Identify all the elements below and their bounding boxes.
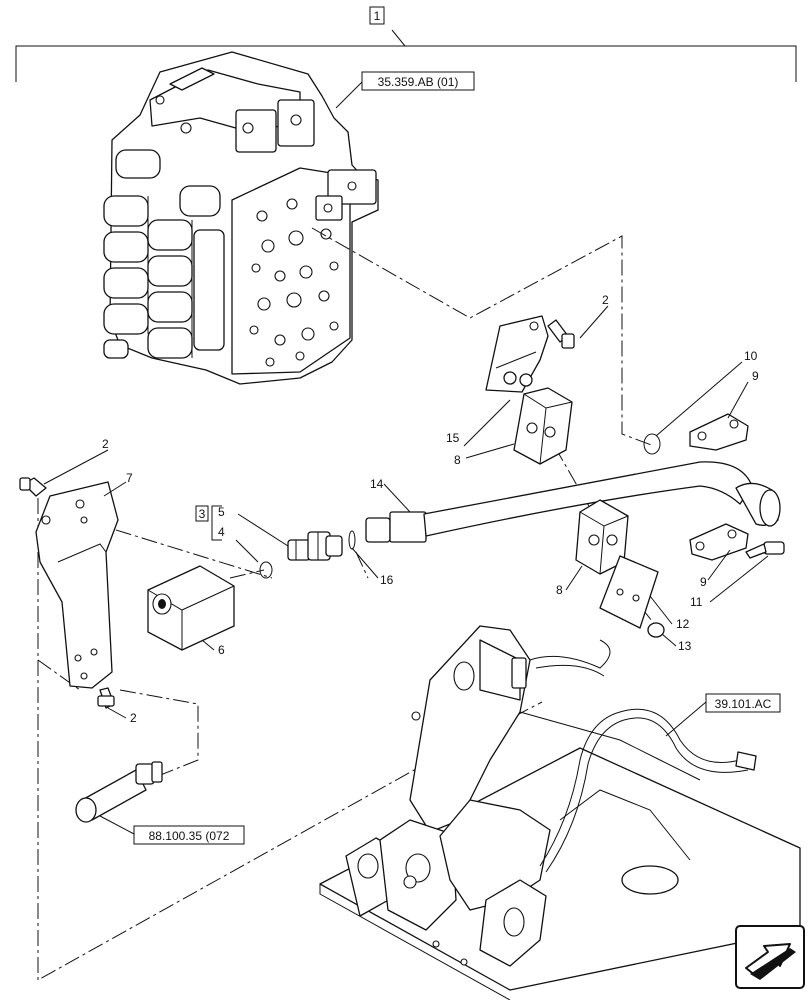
o-ring-4 (259, 561, 273, 579)
callout-11[interactable]: 11 (690, 595, 703, 609)
plate-12 (599, 555, 659, 629)
next-page-arrow-icon[interactable] (735, 925, 805, 989)
bolt-bottom (97, 687, 115, 709)
callout-9-upper[interactable]: 9 (752, 369, 759, 383)
valve-ref-box[interactable]: 35.359.AB (01) (361, 71, 475, 91)
cap-13 (647, 622, 665, 638)
bracket-15 (485, 315, 549, 393)
valve-ref-label: 35.359.AB (01) (378, 75, 459, 89)
assembly-number: 1 (374, 9, 381, 23)
callout-9-lower[interactable]: 9 (700, 575, 707, 589)
wire-harness (529, 639, 757, 873)
callout-leaders (43, 305, 769, 719)
bolt-left (19, 477, 47, 497)
sensor-ref-label: 88.100.35 (072 (149, 829, 230, 843)
harness-ref-leader (665, 701, 707, 737)
sensor-block (147, 565, 235, 651)
callout-numbers: 2 7 2 2 5 4 6 15 8 8 10 9 9 11 12 13 14 … (102, 293, 759, 725)
callout-10[interactable]: 10 (744, 349, 758, 363)
mounting-bracket (35, 481, 119, 689)
speed-sensor (75, 761, 163, 823)
callout-4[interactable]: 4 (218, 525, 225, 539)
callout-16[interactable]: 16 (380, 573, 394, 587)
clamp-9-lower (689, 523, 749, 561)
callout-13[interactable]: 13 (678, 639, 692, 653)
ring-16 (348, 530, 356, 550)
bolt-top (547, 319, 575, 349)
harness-ref-label: 39.101.AC (715, 697, 772, 711)
callout-8-upper[interactable]: 8 (454, 453, 461, 467)
harness-ref-box[interactable]: 39.101.AC (705, 693, 781, 713)
callout-14[interactable]: 14 (370, 477, 384, 491)
callout-6[interactable]: 6 (218, 643, 225, 657)
group-number: 3 (199, 507, 206, 521)
sensor-ref-box[interactable]: 88.100.35 (072 (133, 825, 245, 845)
machine-frame (319, 625, 801, 1000)
sensor-ref-leader (99, 815, 135, 835)
o-ring-10 (643, 433, 661, 455)
clamp-half-8-upper (513, 387, 573, 465)
callout-2-bottom[interactable]: 2 (130, 711, 137, 725)
solenoid-stack (103, 149, 225, 359)
assembly-bracket (15, 29, 797, 82)
clamp-9-upper (689, 413, 749, 451)
callout-5[interactable]: 5 (218, 505, 225, 519)
assembly-number-box[interactable]: 1 (369, 6, 385, 25)
valve-ref-leader (335, 81, 363, 109)
callout-15[interactable]: 15 (446, 431, 460, 445)
callout-7[interactable]: 7 (126, 471, 133, 485)
group-bracket (211, 505, 222, 541)
callout-2-top[interactable]: 2 (602, 293, 609, 307)
fitting-5 (287, 531, 343, 561)
hose-assembly (365, 461, 781, 543)
callout-12[interactable]: 12 (676, 617, 690, 631)
callout-8-lower[interactable]: 8 (556, 583, 563, 597)
group-number-box[interactable]: 3 (195, 505, 209, 522)
callout-2-left[interactable]: 2 (102, 437, 109, 451)
control-valve (103, 51, 379, 385)
screw-11 (745, 541, 785, 559)
